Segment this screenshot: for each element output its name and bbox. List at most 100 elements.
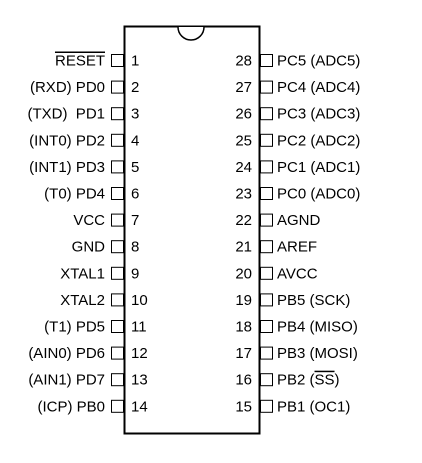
pin-pad [111,187,124,200]
pin-pad [260,160,273,174]
pin-24: 24 PC1 (ADC1) [235,159,360,176]
pin-pad [260,266,273,280]
pin-label: (AIN0) PD6 [28,345,105,362]
pin-19: 19 PB5 (SCK) [235,292,350,309]
pin-8: 8 GND [72,239,140,256]
pin-number: 8 [131,239,139,256]
pin-label: PC1 (ADC1) [277,159,360,176]
pin-label: (INT0) PD2 [29,132,105,149]
pin-pad [111,160,124,174]
pin-1: 1 RESET [55,53,139,70]
pin-number: 26 [235,106,252,123]
pin-label: AGND [277,212,321,229]
pin-label-prefix: PB2 ( [277,372,315,389]
pin-4: 4(INT0) PD2 [29,132,139,149]
pin-number: 28 [235,53,252,70]
pin-3: 3 (TXD) PD1 [27,106,139,123]
pin-6: 6(T0) PD4 [44,186,139,203]
pin-number: 19 [235,292,252,309]
pin-number: 11 [131,319,147,336]
pin-pad [260,133,273,147]
pin-pad [260,373,273,387]
pin-16: 16 PB2 (SS) [235,372,339,389]
chip-notch [177,26,205,41]
pin-pad [111,213,124,227]
pin-label-overline: SS [315,372,335,389]
pin-number: 20 [235,265,252,282]
pin-9: 9 XTAL1 [60,265,139,282]
pin-pad [111,133,124,147]
pin-7: 7 VCC [73,212,139,229]
pin-pad [111,107,124,121]
pin-number: 17 [235,345,252,362]
pin-number: 21 [235,239,252,256]
pin-label: (RXD) PD0 [30,79,105,96]
pin-pad [111,80,124,94]
pin-label: PC3 (ADC3) [277,106,360,123]
pin-label-suffix: ) [335,372,340,389]
pin-number: 2 [131,79,139,96]
pin-23: 23 PC0 (ADC0) [235,186,360,203]
pin-14: 14(ICP) PB0 [37,398,147,415]
pin-11: 11(T1) PD5 [44,319,146,336]
pin-pad [260,80,273,94]
pin-pad [111,373,124,387]
pin-number: 7 [131,212,139,229]
pin-label: PB4 (MISO) [277,319,358,336]
pin-pad [260,54,273,67]
pin-28: 28 PC5 (ADC5) [235,53,360,70]
pin-label: (AIN1) PD7 [28,372,105,389]
pin-label: (ICP) PB0 [37,398,105,415]
pin-12: 12(AIN0) PD6 [28,345,147,362]
pin-label: AREF [277,239,317,256]
pin-21: 21 AREF [235,239,317,256]
pin-number: 10 [131,292,148,309]
pin-label: PB1 (OC1) [277,398,350,415]
pin-label: XTAL1 [60,265,105,282]
pin-5: 5(INT1) PD3 [29,159,139,176]
pin-number: 25 [235,132,252,149]
pin-number: 9 [131,265,139,282]
pin-label: (TXD) PD1 [27,106,105,123]
pin-label: PC0 (ADC0) [277,186,360,203]
pin-pad [111,320,124,333]
pin-label: VCC [73,212,105,229]
pin-pad [111,399,124,413]
pin-number: 18 [235,319,252,336]
pin-pad [111,346,124,360]
pin-label: GND [72,239,106,256]
pin-pad [260,187,273,200]
pin-pad [111,240,124,254]
pin-13: 13(AIN1) PD7 [28,372,147,389]
pin-pad [111,54,124,67]
pin-pad [260,240,273,254]
pin-pad [260,213,273,227]
pin-number: 16 [235,372,252,389]
pin-10: 10 XTAL2 [60,292,147,309]
pin-label: PC5 (ADC5) [277,53,360,70]
pin-number: 3 [131,106,139,123]
pin-label: PB2 (SS) [277,372,340,389]
pin-number: 22 [235,212,252,229]
pin-number: 23 [235,186,252,203]
pin-pad [111,266,124,280]
pin-label: PB5 (SCK) [277,292,350,309]
pin-number: 5 [131,159,139,176]
pin-17: 17 PB3 (MOSI) [235,345,358,362]
pin-label: (T0) PD4 [44,186,105,203]
pin-number: 1 [131,53,139,70]
pin-number: 24 [235,159,252,176]
pin-18: 18 PB4 (MISO) [235,319,358,336]
pin-label: PB3 (MOSI) [277,345,358,362]
pin-label: PC4 (ADC4) [277,79,360,96]
pin-label: XTAL2 [60,292,105,309]
pin-label: RESET [55,53,105,70]
chip-body [123,25,261,435]
